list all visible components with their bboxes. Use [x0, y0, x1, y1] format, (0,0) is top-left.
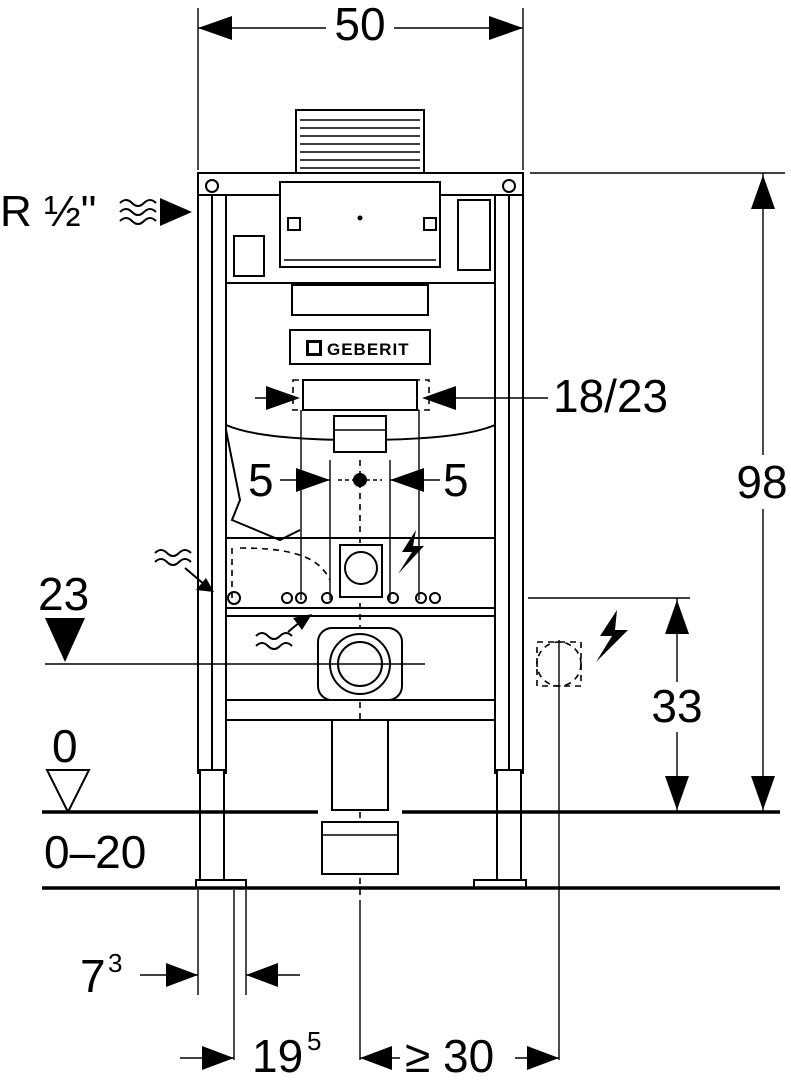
- power-height: 33: [528, 597, 712, 1060]
- zero-level: 0 0–20: [42, 720, 780, 890]
- level-triangle-icon: [45, 769, 91, 815]
- drain-bend: [45, 627, 495, 875]
- nineteen-sup-label: 5: [307, 1026, 321, 1056]
- water-inlet-wave-arrow-icon: [255, 614, 312, 650]
- lightning-icon: [398, 530, 424, 574]
- bottom-dimensions: 7 3 19 5 ≥ 30: [80, 890, 559, 1080]
- supply-label-group: R ½": [0, 187, 192, 236]
- width-dimension: 50: [197, 0, 524, 170]
- brand-plate: GEBERIT: [289, 329, 431, 365]
- supply-label: R ½": [0, 187, 96, 236]
- seven-label: 7: [80, 950, 106, 1002]
- power-height-label: 33: [651, 680, 702, 732]
- offset-left-label: 5: [248, 454, 274, 506]
- water-inlet-wave-arrow-icon: [154, 549, 214, 592]
- flush-opening: 18/23: [255, 370, 668, 453]
- lightning-icon: [596, 610, 628, 662]
- drain-height: 23: [38, 568, 89, 662]
- offset-right-label: 5: [443, 454, 469, 506]
- cistern-top: [295, 109, 425, 183]
- water-inlet-wave-arrow-icon: [119, 198, 192, 226]
- centre-offsets: 5 5: [248, 410, 469, 900]
- seven-sup-label: 3: [108, 948, 122, 978]
- nineteen-label: 19: [252, 1030, 303, 1080]
- zero-label: 0: [52, 720, 78, 772]
- min-side-label: ≥ 30: [405, 1030, 494, 1080]
- drain-height-label: 23: [38, 568, 89, 620]
- floor-range-label: 0–20: [44, 826, 146, 878]
- height-dimension: 98: [530, 172, 791, 812]
- connection-zone: [154, 429, 496, 650]
- flush-width-label: 18/23: [553, 370, 668, 422]
- width-label: 50: [334, 0, 385, 50]
- brand-label: GEBERIT: [327, 340, 410, 359]
- height-label: 98: [736, 456, 787, 508]
- cistern: [225, 181, 496, 442]
